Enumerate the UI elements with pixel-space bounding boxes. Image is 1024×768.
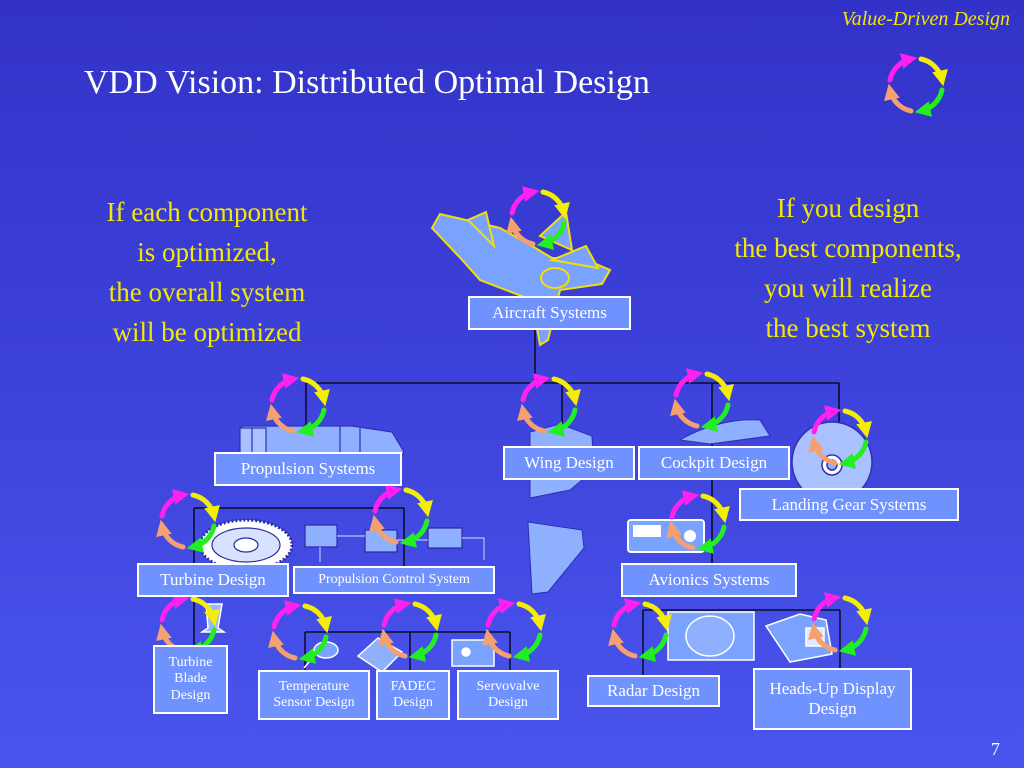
cycle-arrows-icon [512, 192, 564, 244]
cycle-arrows-icon [488, 604, 540, 656]
radar-panel-icon [667, 611, 755, 661]
fadec-design-box: FADEC Design [376, 670, 450, 720]
cycle-arrows-icon [523, 379, 575, 431]
cockpit-canopy-icon [678, 419, 771, 445]
fadec-unit-icon [356, 637, 404, 673]
radar-design-box: Radar Design [587, 675, 720, 707]
hud-display-icon [764, 613, 833, 663]
wing-panel-icon [527, 521, 585, 595]
turbine-blade-design-box: Turbine Blade Design [153, 645, 228, 714]
left-line: If each component [106, 197, 308, 227]
cycle-arrows-icon [676, 374, 728, 426]
right-statement: If you design the best components, you w… [690, 188, 1006, 348]
wing-design-box: Wing Design [503, 446, 635, 480]
cycle-arrows-icon [162, 495, 214, 547]
right-line: the best system [765, 313, 931, 343]
slide-title: VDD Vision: Distributed Optimal Design [84, 64, 650, 101]
cycle-arrows-icon [890, 59, 942, 111]
left-line: will be optimized [112, 317, 302, 347]
page-number: 7 [991, 739, 1000, 759]
left-line: the overall system [108, 277, 306, 307]
heads-up-display-design-box: Heads-Up Display Design [753, 668, 912, 730]
cycle-arrows-icon [614, 604, 666, 656]
servovalve-design-box: Servovalve Design [457, 670, 559, 720]
tree-connectors [193, 330, 841, 675]
propulsion-control-system-box: Propulsion Control System [293, 566, 495, 594]
cycle-arrows-icon [272, 379, 324, 431]
right-line: If you design [776, 193, 920, 223]
cycle-arrows-icon [375, 490, 427, 542]
temperature-sensor-design-box: Temperature Sensor Design [258, 670, 370, 720]
cockpit-design-box: Cockpit Design [638, 446, 790, 480]
cycle-arrows-icon [162, 599, 214, 651]
right-line: you will realize [764, 273, 932, 303]
landing-gear-systems-box: Landing Gear Systems [739, 488, 959, 521]
propulsion-systems-box: Propulsion Systems [214, 452, 402, 486]
left-line: is optimized, [137, 237, 277, 267]
turbine-design-box: Turbine Design [137, 563, 289, 597]
servovalve-icon [451, 639, 495, 667]
brand-label: Value-Driven Design [841, 8, 1010, 30]
right-line: the best components, [734, 233, 962, 263]
avionics-systems-box: Avionics Systems [621, 563, 797, 597]
aircraft-systems-box: Aircraft Systems [468, 296, 631, 330]
jet-aircraft-icon [430, 209, 612, 347]
left-statement: If each component is optimized, the over… [62, 192, 352, 352]
